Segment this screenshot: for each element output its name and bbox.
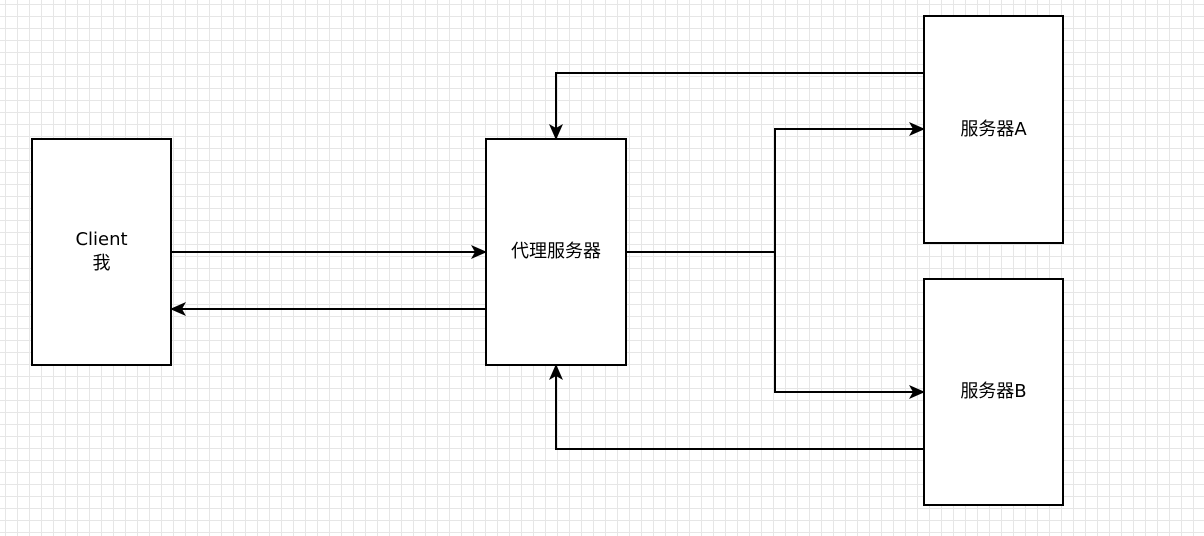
edge-server-b-to-proxy [549, 364, 923, 450]
server-a-node[interactable]: 服务器A [923, 15, 1064, 244]
client-node[interactable]: Client 我 [31, 138, 172, 366]
server-a-node-label: 服务器A [960, 118, 1027, 140]
proxy-server-node[interactable]: 代理服务器 [485, 138, 627, 366]
edge-proxy-to-server-a [627, 122, 925, 253]
server-b-node[interactable]: 服务器B [923, 278, 1064, 506]
edge-server-a-to-proxy [549, 72, 923, 140]
client-node-label: Client 我 [75, 229, 128, 274]
edge-proxy-to-server-b [774, 252, 925, 399]
proxy-server-node-label: 代理服务器 [511, 241, 601, 262]
server-b-node-label: 服务器B [960, 381, 1027, 402]
